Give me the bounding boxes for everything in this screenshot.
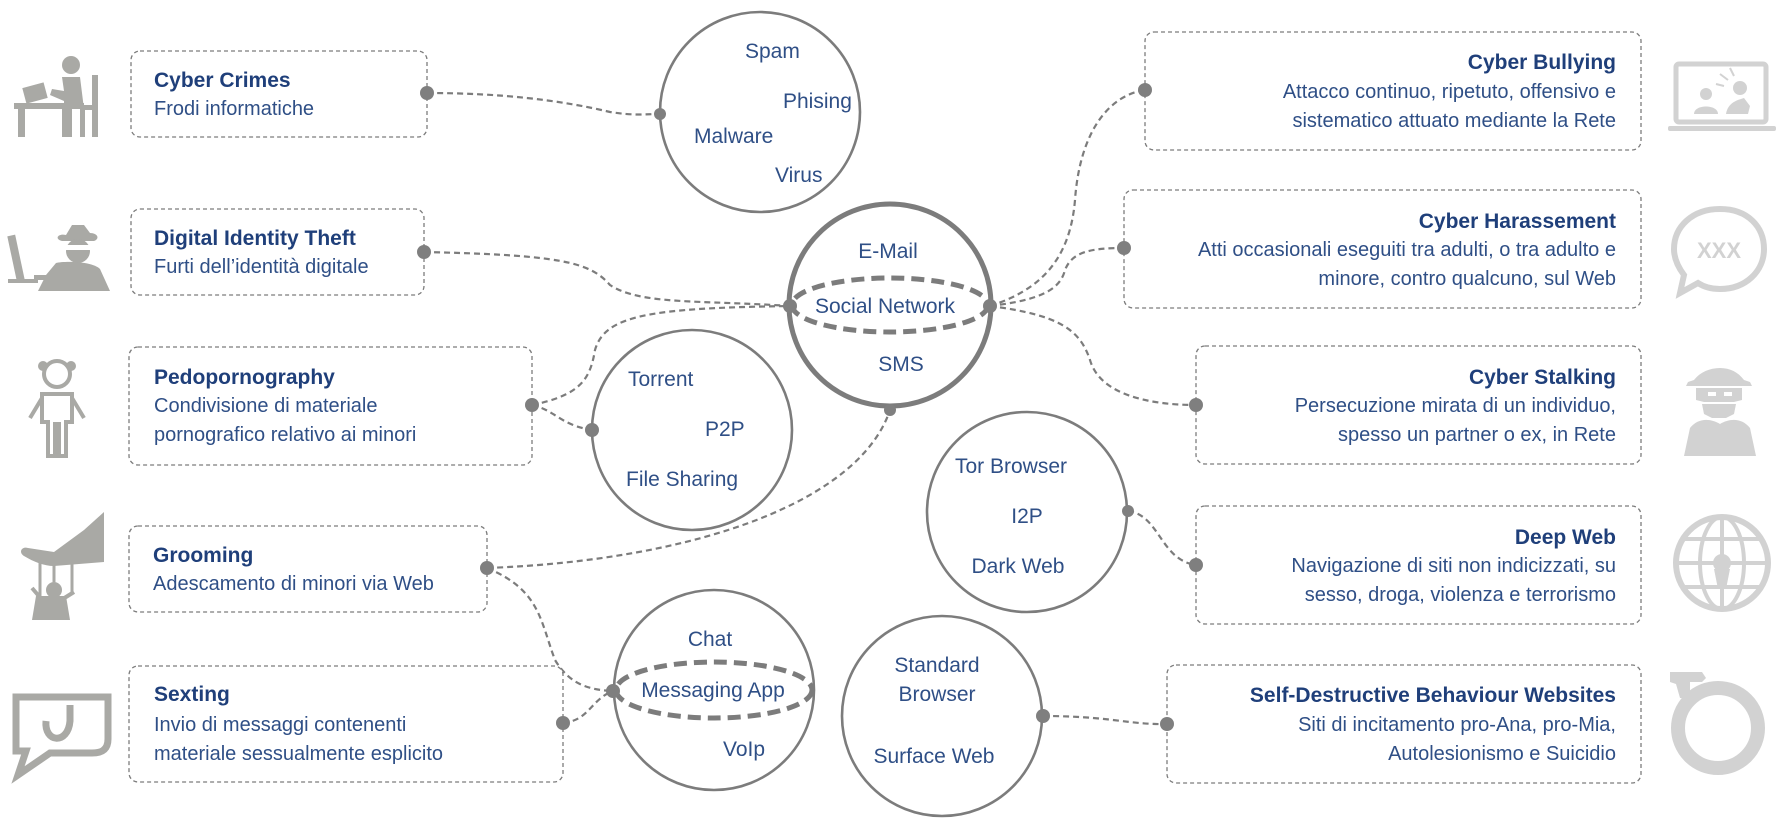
box-description: pornografico relativo ai minori <box>154 424 416 446</box>
circle-messaging-item: Chat <box>688 628 733 651</box>
hacker-thief-icon <box>7 225 110 291</box>
box-digital-identity-theft: Digital Identity Theft Furti dell’identi… <box>130 208 425 296</box>
circle-messaging-item: Messaging App <box>641 679 785 702</box>
xxx-bubble-icon: XXX <box>1670 205 1768 299</box>
box-description: Adescamento di minori via Web <box>153 573 434 595</box>
box-description: Atti occasionali eseguiti tra adulti, o … <box>1198 239 1616 261</box>
box-title: Cyber Stalking <box>1469 366 1616 389</box>
link-grooming-social <box>486 409 892 570</box>
circle-malware-item: Virus <box>775 164 822 187</box>
circle-dark-item: Dark Web <box>972 555 1065 578</box>
box-description: Furti dell’identità digitale <box>154 256 369 278</box>
connector-dots <box>417 83 1203 731</box>
circle-malware: Spam Phising Malware Virus <box>658 10 862 214</box>
box-description: minore, contro qualcuno, sul Web <box>1318 268 1616 290</box>
computer-desk-icon <box>14 56 98 137</box>
link-pedo-social <box>531 304 793 407</box>
box-description: spesso un partner o ex, in Rete <box>1338 424 1616 446</box>
box-description: Attacco continuo, ripetuto, offensivo e <box>1283 81 1616 103</box>
circle-dark-item: Tor Browser <box>955 455 1067 478</box>
box-description: sistematico attuato mediante la Rete <box>1292 110 1616 132</box>
circle-social-item: SMS <box>878 353 924 376</box>
box-self-destructive-websites: Self-Destructive Behaviour Websites Siti… <box>1166 664 1642 784</box>
link-identity-social <box>423 250 791 308</box>
box-title: Digital Identity Theft <box>154 227 356 250</box>
box-cyber-stalking: Cyber Stalking Persecuzione mirata di un… <box>1195 345 1642 465</box>
circle-p2p-item: File Sharing <box>626 468 738 491</box>
link-sexting-messaging <box>562 689 614 725</box>
link-dark-deepweb <box>1127 509 1197 567</box>
circle-surface-item: Browser <box>898 683 975 706</box>
box-description: Persecuzione mirata di un individuo, <box>1295 395 1616 417</box>
laptop-bullying-icon <box>1668 61 1776 131</box>
box-title: Cyber Harassement <box>1419 210 1616 233</box>
globe-icon <box>1673 514 1771 612</box>
box-pedopornography: Pedopornography Condivisione di material… <box>128 346 533 466</box>
puppet-hand-icon <box>21 512 104 620</box>
spy-icon <box>1684 368 1756 456</box>
circle-surface: Standard Browser Surface Web <box>840 614 1044 818</box>
link-social-harassment <box>989 246 1125 308</box>
circle-malware-item: Malware <box>694 125 773 148</box>
box-title: Sexting <box>154 683 230 706</box>
box-deep-web: Deep Web Navigazione di siti non indiciz… <box>1195 505 1642 625</box>
box-description: materiale sessualmente esplicito <box>154 743 443 765</box>
speech-bubble-icon <box>11 693 112 784</box>
child-icon <box>28 359 86 458</box>
messaging-app-ellipse <box>613 659 815 721</box>
box-grooming: Grooming Adescamento di minori via Web <box>128 525 488 613</box>
box-title: Grooming <box>153 544 253 567</box>
connectors <box>423 88 1197 726</box>
circle-p2p-item: Torrent <box>628 368 694 391</box>
circle-social: E-Mail Social Network SMS <box>786 201 994 409</box>
xxx-bubble-text: XXX <box>1697 238 1741 263</box>
circle-malware-item: Phising <box>783 90 852 113</box>
link-pedo-p2p <box>531 403 593 432</box>
circle-social-item: Social Network <box>815 295 956 318</box>
circle-dark-item: I2P <box>1011 505 1043 528</box>
circle-dark: Tor Browser I2P Dark Web <box>925 410 1129 614</box>
box-title: Cyber Crimes <box>154 69 291 92</box>
box-description: Siti di incitamento pro-Ana, pro-Mia, <box>1298 714 1616 736</box>
box-description: Condivisione di materiale <box>154 395 377 417</box>
link-grooming-messaging <box>486 566 614 693</box>
link-surface-selfdestructive <box>1042 714 1168 726</box>
box-description: Autolesionismo e Suicidio <box>1388 743 1616 765</box>
circle-social-item: E-Mail <box>858 240 918 263</box>
box-description: Frodi informatiche <box>154 98 314 120</box>
circle-messaging: Chat Messaging App VoIp <box>612 588 816 792</box>
box-title: Cyber Bullying <box>1468 51 1616 74</box>
circle-surface-item: Standard <box>894 654 979 677</box>
box-title: Deep Web <box>1515 526 1616 549</box>
circle-p2p-item: P2P <box>705 418 745 441</box>
circle-surface-item: Surface Web <box>873 745 994 768</box>
circle-messaging-item: VoIp <box>723 738 765 761</box>
box-title: Self-Destructive Behaviour Websites <box>1250 684 1616 707</box>
box-description: Navigazione di siti non indicizzati, su <box>1291 555 1616 577</box>
link-cybercrimes-malware <box>426 91 661 116</box>
box-sexting: Sexting Invio di messaggi contenenti mat… <box>128 665 564 783</box>
box-description: Invio di messaggi contenenti <box>154 714 406 736</box>
box-description: sesso, droga, violenza e terrorismo <box>1305 584 1616 606</box>
circle-p2p: Torrent P2P File Sharing <box>590 328 794 532</box>
gun-noose-icon <box>1670 672 1765 775</box>
box-cyber-harassment: Cyber Harassement Atti occasionali esegu… <box>1123 189 1642 309</box>
box-cyber-crimes: Cyber Crimes Frodi informatiche <box>130 50 428 138</box>
link-social-stalking <box>989 304 1197 407</box>
box-title: Pedopornography <box>154 366 335 389</box>
circle-malware-item: Spam <box>745 40 800 63</box>
link-social-bullying <box>989 88 1146 308</box>
box-cyber-bullying: Cyber Bullying Attacco continuo, ripetut… <box>1144 31 1642 151</box>
